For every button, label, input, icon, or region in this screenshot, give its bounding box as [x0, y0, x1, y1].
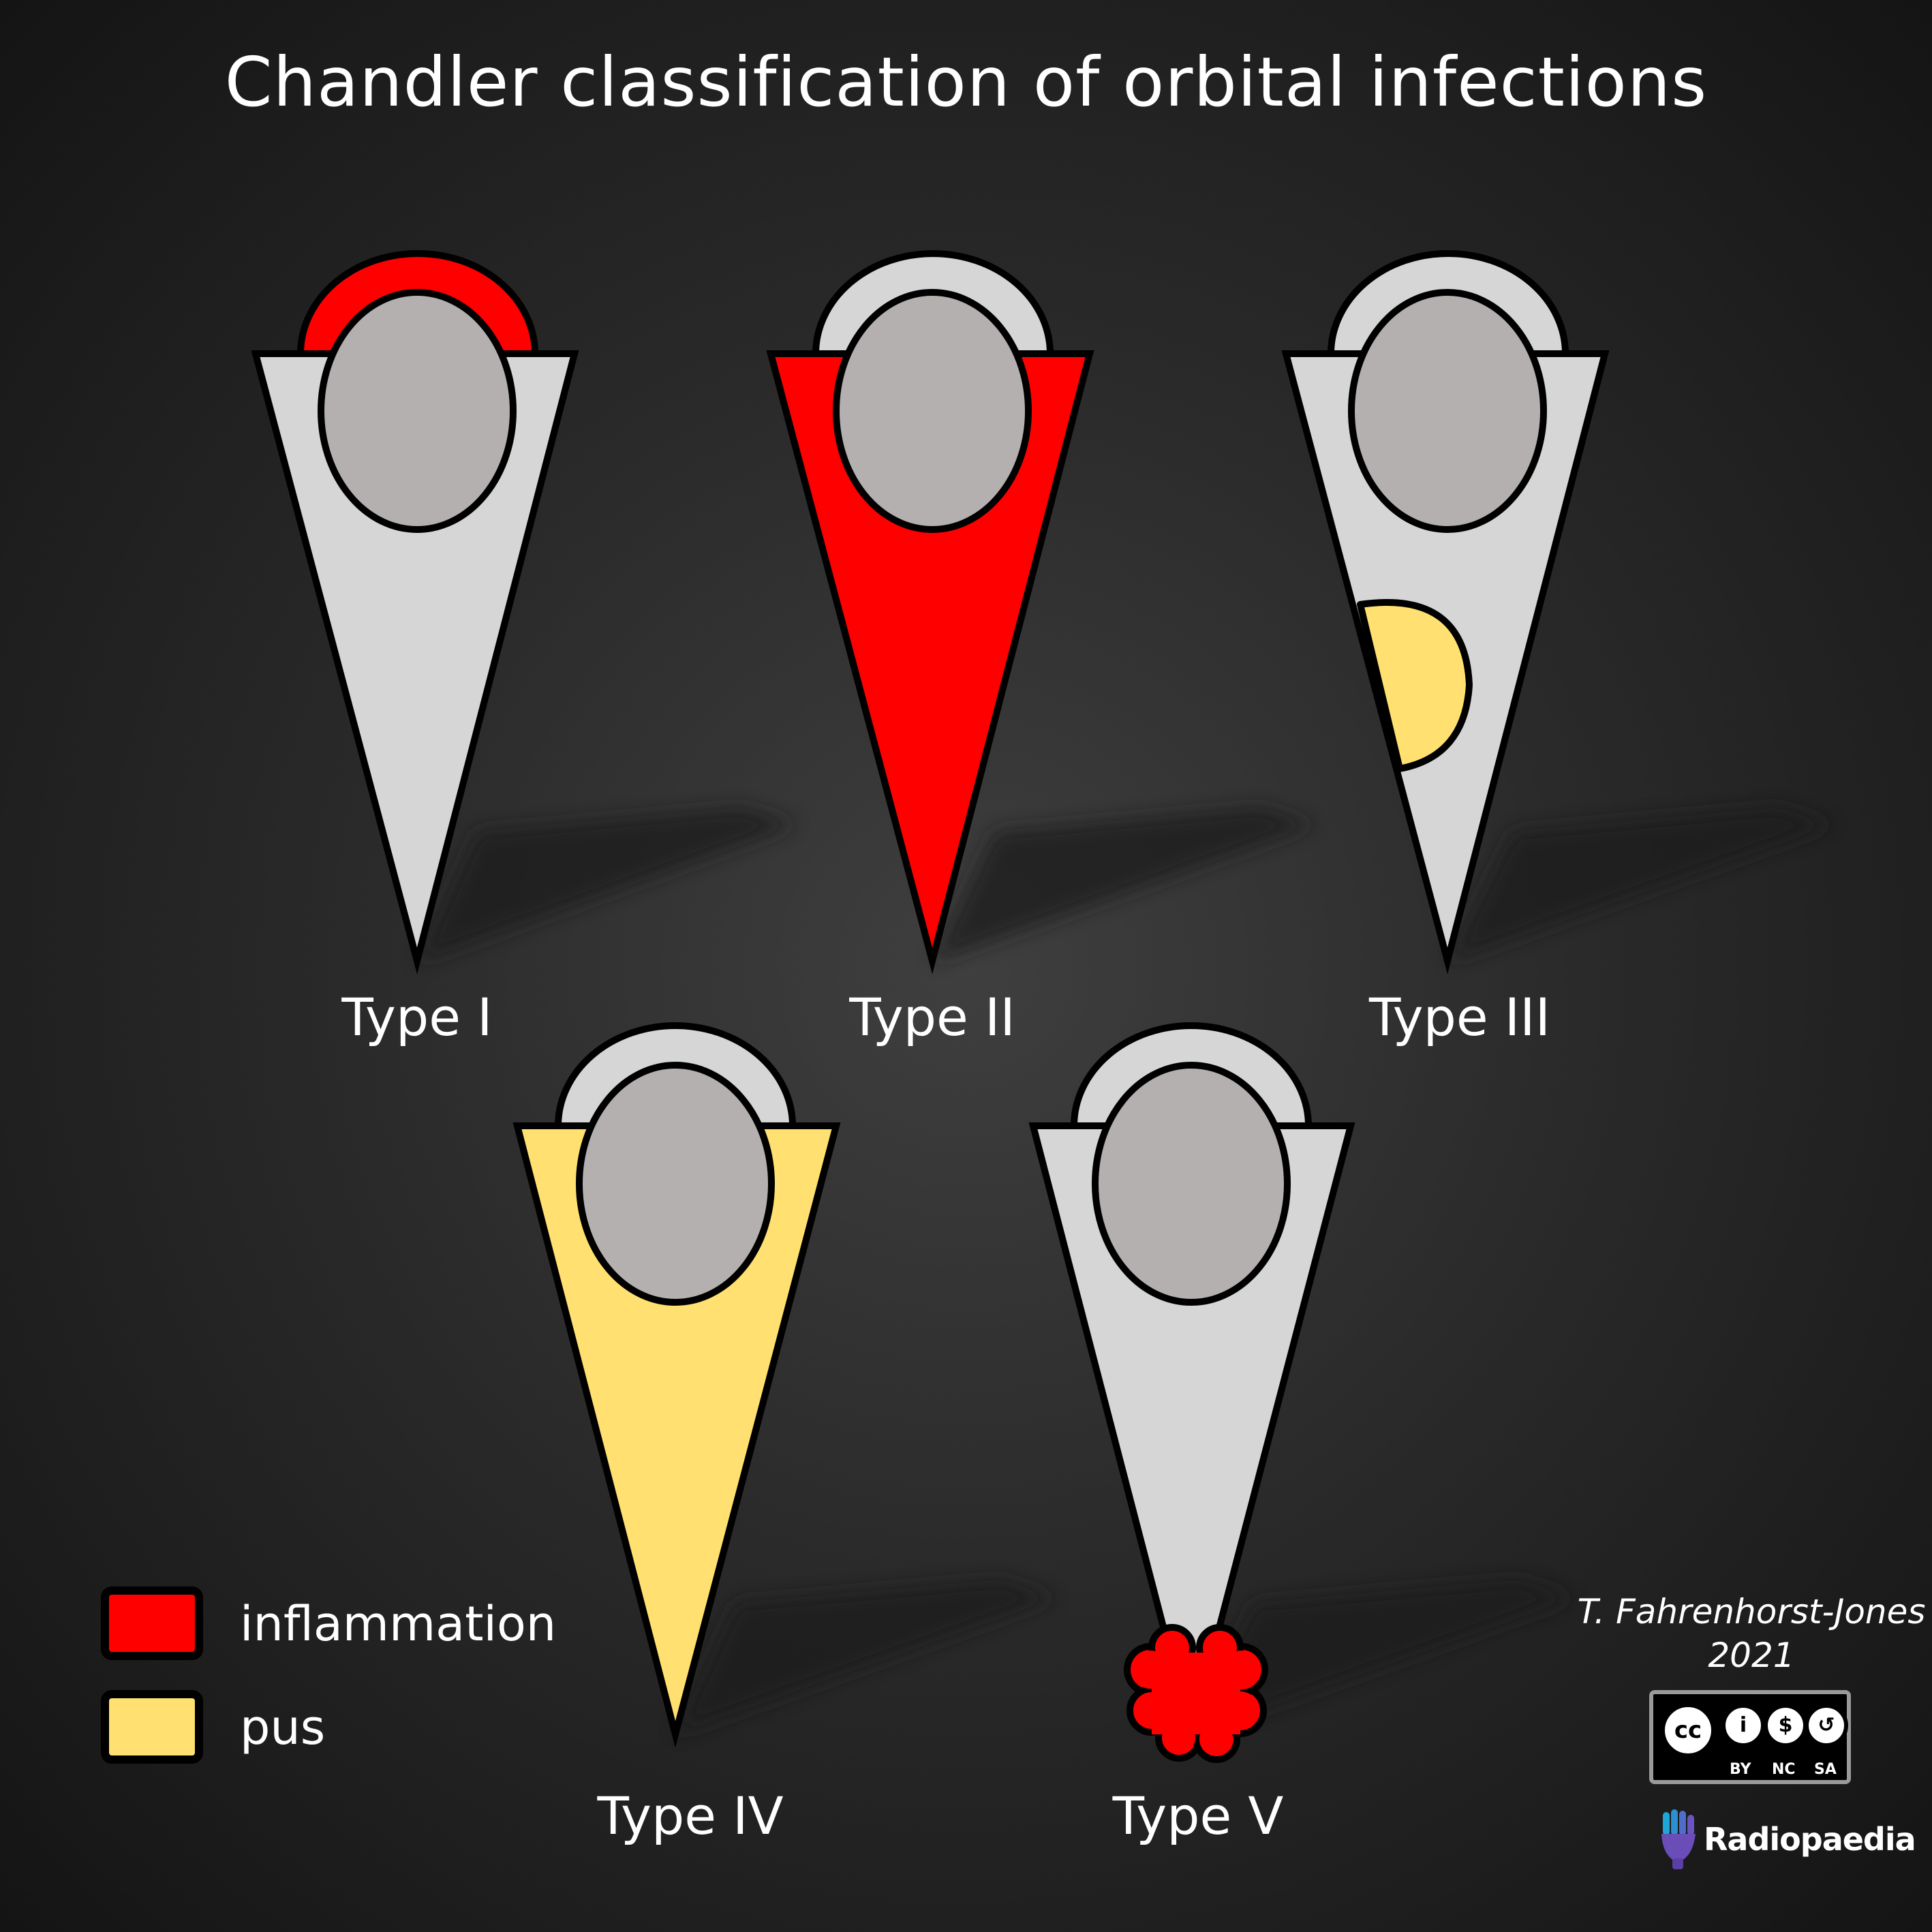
- type-5-globe: [1092, 1062, 1291, 1306]
- legend-swatch-inflammation: [101, 1586, 203, 1660]
- cc-sa-icon: ↺: [1805, 1704, 1848, 1747]
- cone-shadows: [417, 808, 1833, 1734]
- type-4-globe: [576, 1062, 775, 1306]
- type-1-label: Type I: [341, 987, 493, 1047]
- type-5-diagram: [1028, 1022, 1355, 1763]
- type-3-subperiosteal-pus: [1357, 599, 1473, 772]
- cc-sa-label: SA: [1814, 1761, 1837, 1778]
- cc-by-label: BY: [1730, 1761, 1751, 1778]
- type-4-diagram: [512, 1022, 841, 1748]
- radiopaedia-logo-text: Radiopaedia: [1704, 1821, 1916, 1858]
- type-4-label: Type IV: [597, 1785, 784, 1846]
- credit-year: 2021: [1708, 1636, 1795, 1675]
- type-1-diagram: [251, 250, 579, 975]
- type-3-diagram: [1281, 250, 1610, 975]
- cc-nc-icon: $: [1764, 1704, 1807, 1747]
- type-2-label: Type II: [849, 987, 1015, 1047]
- type-2-diagram: [766, 250, 1094, 975]
- cc-license-badge: cc i $ ↺ BY NC SA: [1649, 1690, 1851, 1784]
- radiopaedia-logo-icon: [1661, 1809, 1696, 1869]
- legend-label-inflammation: inflammation: [240, 1596, 557, 1652]
- type-2-globe: [833, 289, 1032, 533]
- cc-icon: cc: [1660, 1702, 1716, 1758]
- type-5-apex-inflammation: [1124, 1624, 1268, 1763]
- type-3-globe: [1348, 289, 1547, 533]
- type-3-label: Type III: [1369, 987, 1550, 1047]
- type-1-globe: [318, 289, 517, 533]
- legend-swatch-pus: [101, 1690, 203, 1764]
- page-title: Chandler classification of orbital infec…: [224, 42, 1708, 122]
- legend-label-pus: pus: [240, 1700, 326, 1755]
- author-credit: T. Fahrenhorst-Jones: [1577, 1592, 1926, 1631]
- cc-nc-label: NC: [1772, 1761, 1796, 1778]
- cc-by-icon: i: [1721, 1704, 1765, 1747]
- type-5-label: Type V: [1112, 1785, 1284, 1846]
